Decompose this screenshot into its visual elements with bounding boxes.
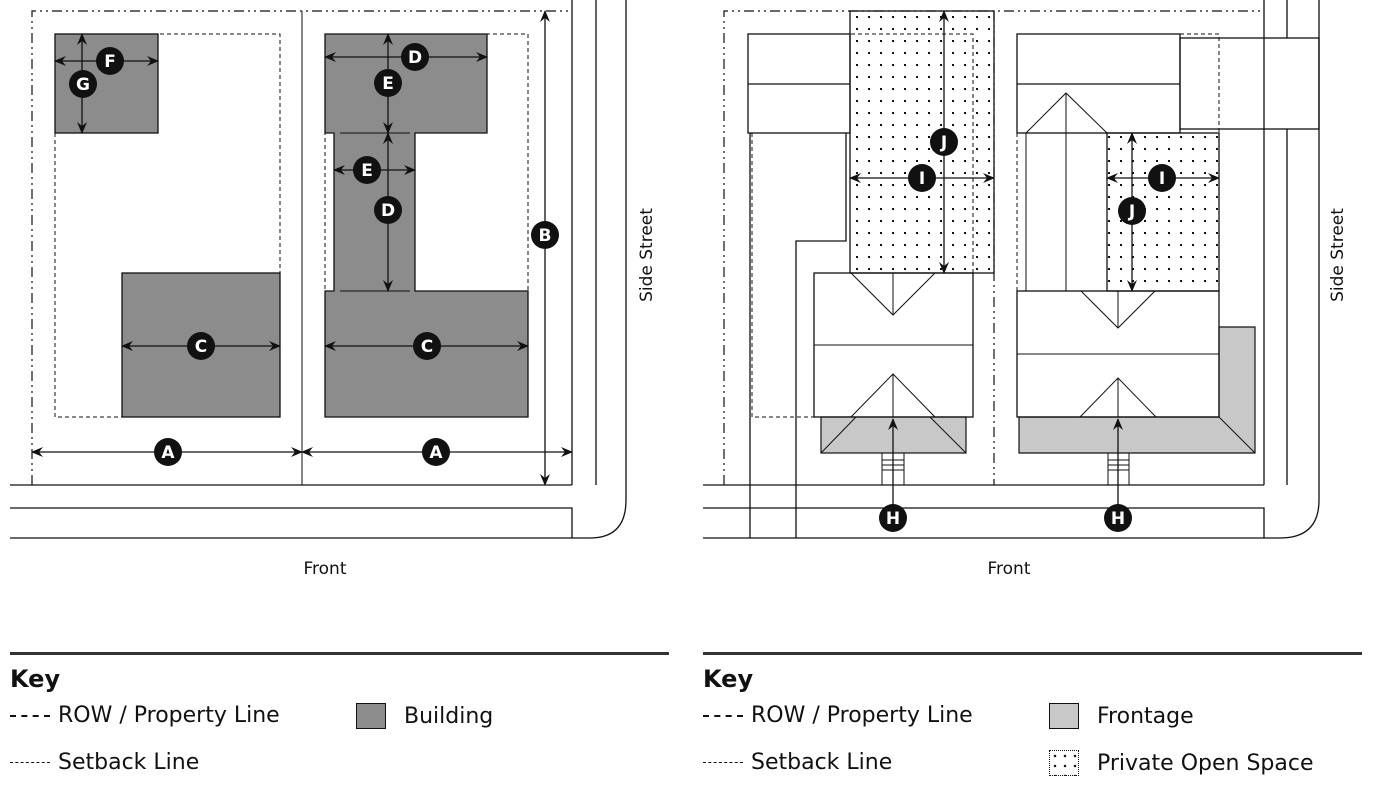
label-f: F — [96, 47, 124, 75]
svg-text:D: D — [381, 201, 395, 221]
open-space-swatch-icon — [1049, 750, 1079, 776]
label-g: G — [69, 70, 97, 98]
key-label: Private Open Space — [1097, 750, 1314, 776]
svg-text:H: H — [1111, 509, 1125, 529]
building-swatch-icon — [356, 703, 386, 729]
svg-text:C: C — [421, 337, 433, 357]
key-title: Key — [703, 665, 754, 693]
svg-text:G: G — [76, 75, 90, 95]
label-d: D — [401, 43, 429, 71]
frontage-swatch-icon — [1049, 703, 1079, 729]
dash-dot-line-icon — [703, 714, 743, 717]
label-d: D — [374, 196, 402, 224]
key-label: Frontage — [1097, 703, 1194, 729]
svg-text:I: I — [919, 169, 925, 189]
key-title: Key — [10, 665, 61, 693]
setback-line — [751, 33, 974, 418]
key-item-row: ROW / Property Line — [10, 703, 280, 728]
diagrams: F G D E E D C C A A B Side Street Front … — [10, 0, 1348, 579]
svg-text:E: E — [382, 74, 394, 94]
side-street-label: Side Street — [637, 208, 657, 302]
front-label: Front — [304, 559, 347, 579]
svg-text:C: C — [195, 337, 207, 357]
key-label: ROW / Property Line — [751, 703, 973, 728]
street-lines — [703, 0, 1320, 539]
label-i: I — [908, 164, 936, 192]
label-b: B — [531, 221, 559, 249]
label-e: E — [353, 156, 381, 184]
label-h: H — [879, 504, 907, 532]
label-a: A — [422, 438, 450, 466]
key-item-setback: Setback Line — [10, 750, 199, 775]
key-label: Setback Line — [58, 750, 200, 775]
private-open-space — [849, 10, 995, 274]
key-item-frontage: Frontage — [1049, 703, 1194, 729]
right-diagram: J I I J H H Side Street Front — [703, 0, 1348, 579]
key-label: ROW / Property Line — [58, 703, 280, 728]
svg-text:D: D — [408, 48, 422, 68]
key-label: Building — [404, 703, 494, 729]
dashed-line-icon — [703, 762, 743, 763]
label-i: I — [1148, 164, 1176, 192]
right-key: Key — [703, 665, 753, 693]
key-item-setback: Setback Line — [703, 750, 892, 775]
svg-text:J: J — [940, 133, 947, 153]
wing — [1017, 92, 1108, 291]
dashed-line-icon — [10, 762, 50, 763]
side-street-label: Side Street — [1328, 208, 1348, 302]
label-c: C — [413, 332, 441, 360]
left-diagram: F G D E E D C C A A B Side Street Front — [10, 0, 657, 579]
svg-text:J: J — [1128, 202, 1135, 222]
label-e: E — [374, 69, 402, 97]
svg-text:E: E — [361, 161, 373, 181]
svg-text:F: F — [104, 52, 116, 72]
left-key: Key — [10, 665, 60, 693]
label-c: C — [187, 332, 215, 360]
building — [324, 33, 529, 418]
dash-dot-line-icon — [10, 714, 50, 717]
key-item-row: ROW / Property Line — [703, 703, 973, 728]
street-lines — [10, 0, 627, 539]
key-label: Setback Line — [751, 750, 893, 775]
setback-line — [54, 33, 281, 418]
svg-text:A: A — [429, 443, 443, 463]
alley-lines — [749, 133, 847, 538]
row-line — [31, 10, 572, 485]
key-item-open-space: Private Open Space — [1049, 750, 1314, 776]
key-divider — [10, 652, 669, 655]
side-building — [1179, 37, 1320, 130]
svg-text:A: A — [161, 443, 175, 463]
label-j: J — [1118, 197, 1146, 225]
label-a: A — [154, 438, 182, 466]
svg-text:B: B — [539, 226, 552, 246]
svg-text:H: H — [886, 509, 900, 529]
svg-text:I: I — [1159, 169, 1165, 189]
label-j: J — [930, 128, 958, 156]
label-h: H — [1104, 504, 1132, 532]
key-divider — [703, 652, 1362, 655]
front-label: Front — [988, 559, 1031, 579]
key-item-building: Building — [356, 703, 493, 729]
